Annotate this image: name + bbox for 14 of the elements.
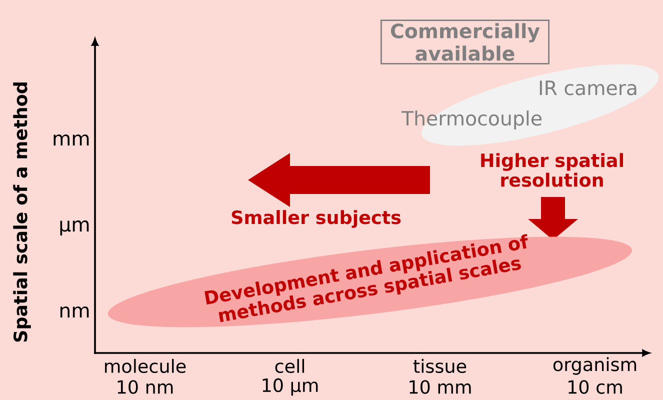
tick-label: cell bbox=[275, 358, 304, 374]
label-box: Commercially available bbox=[380, 20, 550, 64]
tick-label: 10 μm bbox=[262, 378, 318, 396]
axis-title: Spatial scale of a method bbox=[13, 82, 31, 342]
tick-label: nm bbox=[60, 306, 89, 318]
tick-label: molecule bbox=[105, 358, 186, 374]
tick-label: μm bbox=[60, 220, 89, 236]
tick-label: 10 mm bbox=[410, 380, 471, 394]
tick-label: organism bbox=[553, 357, 636, 375]
tick-label: mm bbox=[54, 134, 89, 146]
annotation: Higher spatial resolution bbox=[481, 153, 623, 187]
tick-label: 10 nm bbox=[118, 380, 173, 394]
tick-label: 10 cm bbox=[568, 380, 622, 394]
tick-label: tissue bbox=[413, 358, 466, 374]
